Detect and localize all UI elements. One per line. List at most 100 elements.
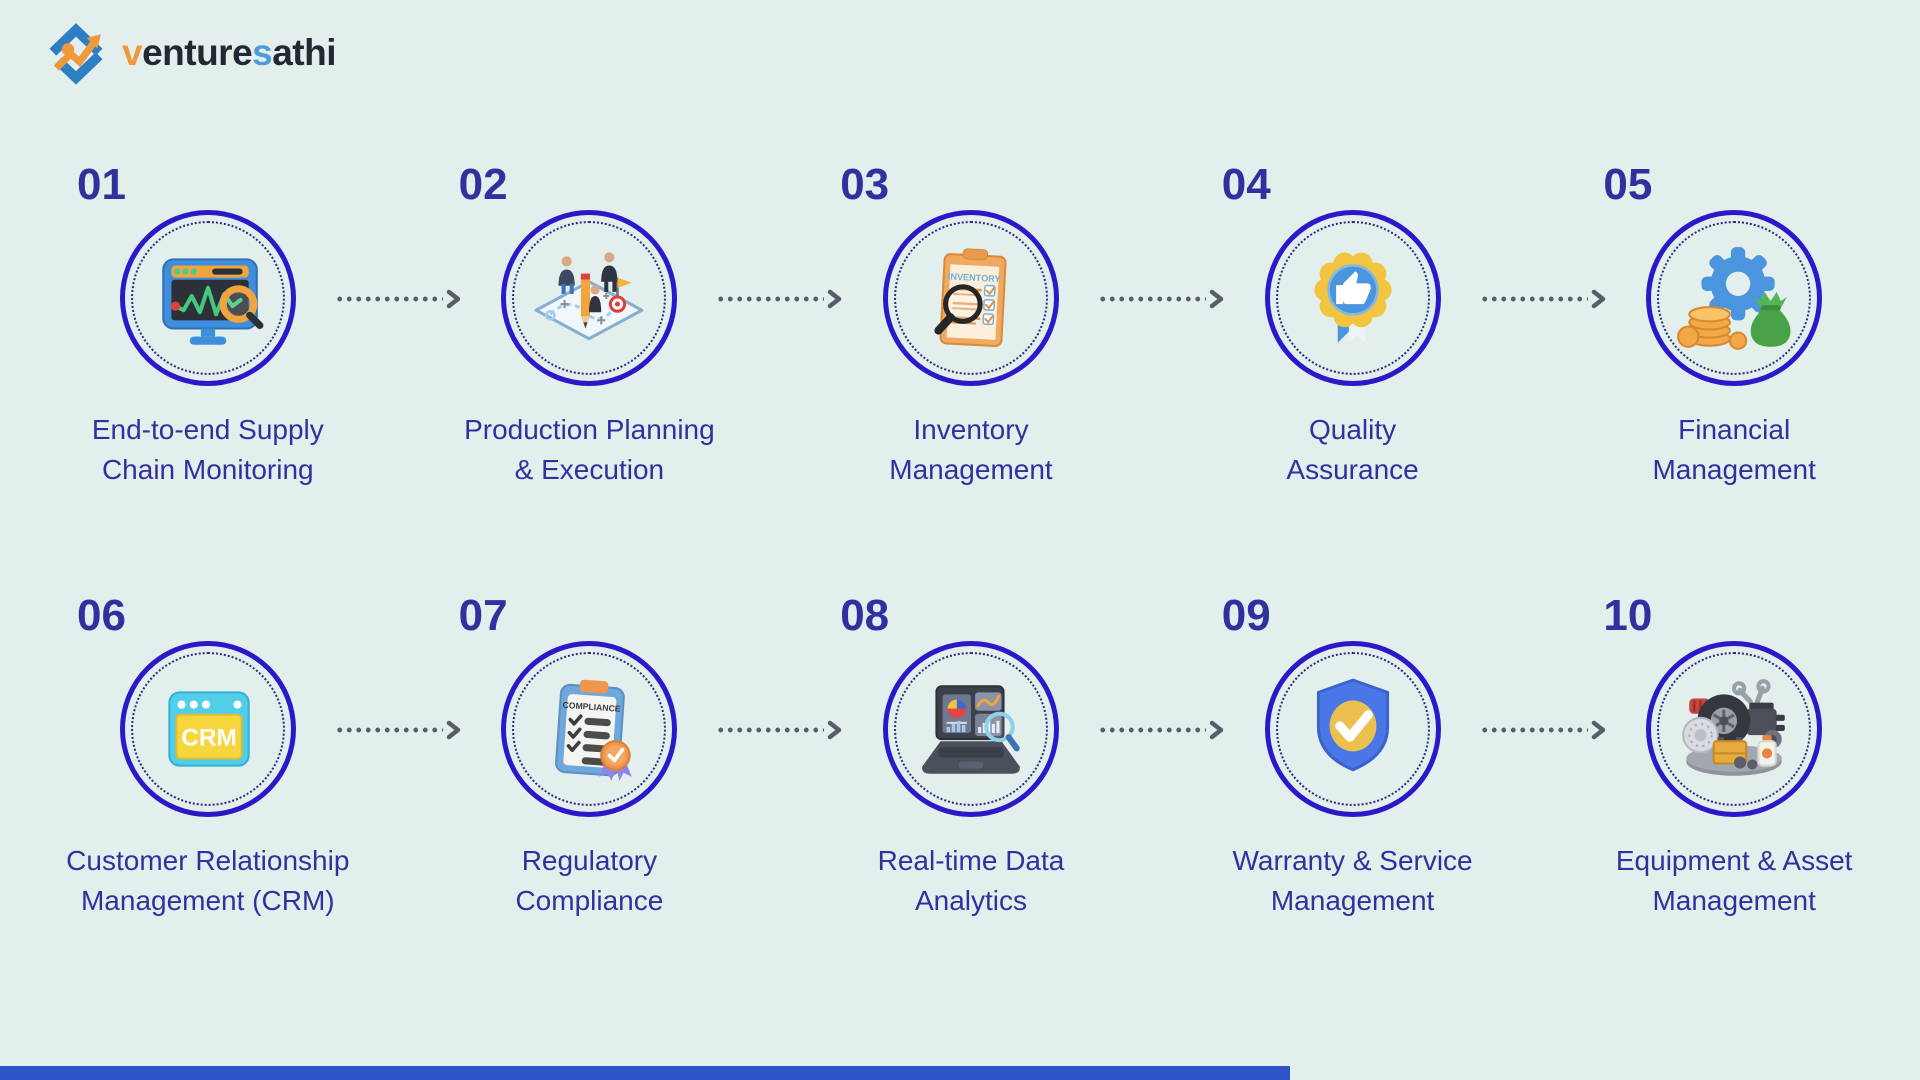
step-title-line1: Quality [1309,414,1397,445]
arrow-dots [1480,727,1588,733]
step-title-line2: Management [1270,885,1435,916]
dotted-arrow-right-icon [335,718,465,742]
step-number: 08 [840,591,890,640]
step-number: 04 [1221,160,1271,209]
arrow-dots [1480,296,1588,302]
crm-label-text: CRM [181,724,237,751]
step-title: Customer Relationship Management (CRM) [0,841,423,921]
arrow-chevron-icon [827,720,842,740]
step-06: 06 CRM Customer Relationship Management … [17,591,399,921]
step-circle: CRM [119,641,296,817]
arrow-chevron-icon [446,289,461,309]
arrow-chevron-icon [1209,720,1224,740]
step-07: 07 COMPLIANCE [399,591,781,921]
step-title-line2: & Execution [514,454,665,485]
arrow-dots [1098,296,1206,302]
step-title-line1: Equipment & Asset [1615,845,1853,876]
step-title-line1: Regulatory [521,845,658,876]
step-circle [882,641,1059,817]
supply-chain-monitoring-icon [162,258,264,345]
brand-wordmark: venturesathi [122,32,337,74]
inventory-management-icon: INVENTORY [934,248,1007,348]
compliance-title-text: COMPLIANCE [563,700,622,714]
step-10: 10 [1543,591,1920,921]
dotted-arrow-right-icon [716,718,846,742]
production-planning-icon [534,252,644,341]
brand-letter: s [252,32,273,73]
arrow-dots [716,296,824,302]
step-title-line1: Inventory [913,414,1029,445]
step-number: 06 [77,591,126,640]
arrow-chevron-icon [1209,289,1224,309]
step-title-line2: Compliance [515,885,664,916]
step-circle [1646,641,1823,817]
dotted-arrow-right-icon [1480,287,1610,311]
step-title-line2: Assurance [1286,454,1419,485]
step-04: 04 Quality Assuran [1162,160,1544,490]
step-number: 05 [1603,160,1653,209]
dotted-arrow-right-icon [335,287,465,311]
step-circle [1264,210,1441,386]
step-number: 10 [1603,591,1653,640]
equipment-asset-icon [1682,679,1786,776]
dotted-arrow-right-icon [1098,718,1228,742]
step-title: Inventory Management [756,410,1186,490]
step-number: 07 [458,591,508,640]
regulatory-compliance-icon: COMPLIANCE [555,679,633,781]
step-title-line2: Analytics [914,885,1027,916]
footer-accent-bar [0,1066,1290,1080]
arrow-dots [1098,727,1206,733]
steps-row-2: 06 CRM Customer Relationship Management … [17,591,1920,921]
step-circle [501,210,678,386]
step-number: 03 [840,160,890,209]
arrow-chevron-icon [827,289,842,309]
step-circle [119,210,296,386]
brand-letters: enture [142,32,253,73]
real-time-data-analytics-icon [922,685,1020,774]
steps-row-1: 01 End-to-end Supply [17,160,1920,490]
step-circle: COMPLIANCE [501,641,678,817]
step-title: Equipment & Asset Management [1519,841,1920,921]
step-title-line1: Financial [1678,414,1791,445]
step-02: 02 [399,160,781,490]
inventory-title-text: INVENTORY [948,271,1001,284]
step-title: Quality Assurance [1138,410,1568,490]
step-circle [1264,641,1441,817]
crm-icon: CRM [168,691,250,767]
step-number: 02 [458,160,508,209]
step-title-line1: Customer Relationship [66,845,350,876]
step-09: 09 Warranty & Service Management [1162,591,1544,921]
arrow-chevron-icon [1591,720,1606,740]
step-title-line1: Production Planning [464,414,715,445]
dotted-arrow-right-icon [1098,287,1228,311]
step-title: Regulatory Compliance [374,841,804,921]
step-title-line1: Real-time Data [877,845,1065,876]
brand-letters: athi [272,32,337,73]
step-title-line2: Chain Monitoring [101,454,314,485]
step-title-line2: Management [1652,885,1816,916]
brand-logo: venturesathi [44,20,337,86]
financial-management-icon [1677,247,1791,350]
dotted-arrow-right-icon [716,287,846,311]
arrow-dots [335,727,443,733]
step-08: 08 [780,591,1162,921]
step-title-line1: End-to-end Supply [91,414,324,445]
warranty-service-icon [1316,678,1389,772]
step-title: Financial Management [1519,410,1920,490]
step-number: 09 [1221,591,1271,640]
step-title-line1: Warranty & Service [1232,845,1473,876]
step-title: Production Planning & Execution [374,410,804,490]
step-03: 03 INVENTORY [780,160,1162,490]
step-title-line2: Management [889,454,1053,485]
quality-assurance-icon [1313,252,1392,343]
step-number: 01 [77,160,126,209]
step-title: Real-time Data Analytics [756,841,1186,921]
step-05: 05 [1543,160,1920,490]
arrow-chevron-icon [446,720,461,740]
brand-letter: v [122,32,143,73]
step-circle: INVENTORY [882,210,1059,386]
arrow-dots [335,296,443,302]
step-title: End-to-end Supply Chain Monitoring [0,410,423,490]
arrow-chevron-icon [1591,289,1606,309]
